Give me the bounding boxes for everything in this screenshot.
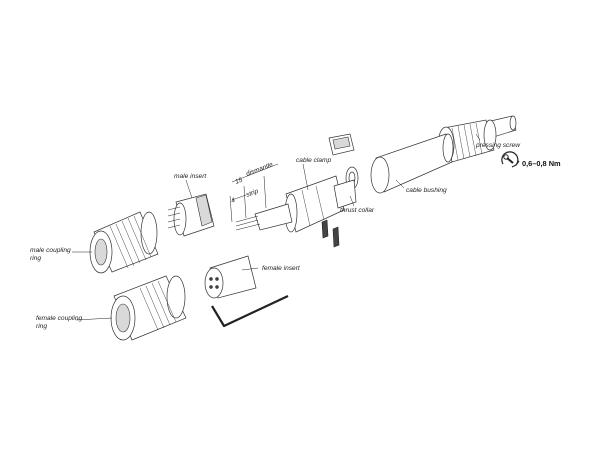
- leader-lines: [72, 133, 481, 321]
- label-dim-15: 15: [234, 177, 244, 186]
- dimension-lines: [229, 163, 279, 223]
- label-female-coupling-ring: female coupling ring: [36, 315, 84, 330]
- label-pressing-screw: pressing screw: [475, 142, 521, 149]
- label-cable-clamp: cable clamp: [296, 157, 332, 164]
- torque-spec: 0,6–0,8 Nm: [501, 151, 561, 168]
- torque-value: 0,6–0,8 Nm: [522, 159, 561, 168]
- female-coupling-ring-part: [110, 275, 187, 341]
- label-strip: strip: [245, 188, 259, 199]
- male-coupling-ring-part: [89, 211, 159, 274]
- label-thrust-collar: thrust collar: [340, 207, 375, 214]
- label-dismantle: dismantle: [245, 161, 274, 178]
- label-male-coupling-ring: male coupling ring: [30, 247, 73, 262]
- clamp-screws: [321, 219, 340, 248]
- allen-key: [211, 295, 289, 328]
- cable-clamp-half: [328, 133, 355, 156]
- label-cable-bushing: cable bushing: [406, 187, 447, 194]
- label-dim-4: 4: [230, 197, 236, 205]
- male-insert-part: [167, 193, 215, 237]
- label-male-insert: male insert: [174, 173, 207, 180]
- wrench-rotate-icon: [501, 151, 520, 168]
- label-female-insert: female insert: [262, 265, 301, 272]
- female-insert-part: [204, 255, 257, 299]
- cable-clamp: [235, 175, 357, 233]
- cable-bushing: [370, 133, 454, 194]
